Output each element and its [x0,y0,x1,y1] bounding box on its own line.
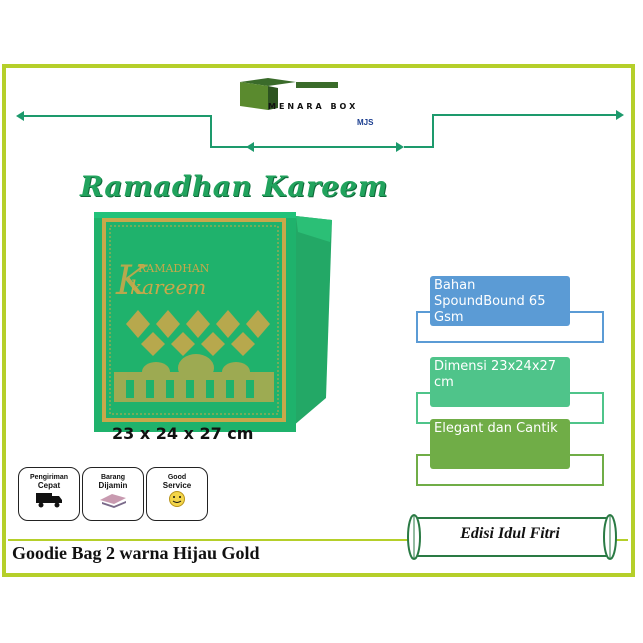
brand-logo-icon [240,78,338,110]
spec-material-text: Bahan SpoundBound 65 Gsm [430,276,570,326]
product-name: Goodie Bag 2 warna Hijau Gold [12,543,260,563]
dimensions-caption: 23 x 24 x 27 cm [112,424,254,443]
badge-guaranteed: Barang Dijamin [82,467,144,521]
badge-fast-shipping: Pengiriman Cepat [18,467,80,521]
spec-quality: Elegant dan Cantik [416,419,606,486]
brand-sub: MJS [357,118,374,127]
package-icon [100,494,126,508]
smiley-icon [169,491,185,507]
arrow-right-icon [616,110,624,120]
arrow-left-icon [246,142,254,152]
svg-text:K: K [115,258,148,304]
edition-label: Edisi Idul Fitri [460,525,560,542]
badge-good-service: Good Service [146,467,208,521]
arrow-right-icon [396,142,404,152]
arrow-left-icon [16,111,24,121]
bag-print-line2: kareem [130,275,206,299]
spec-dimension: Dimensi 23x24x27 cm [416,357,606,424]
spec-material: Bahan SpoundBound 65 Gsm [416,276,606,343]
bottom-bar [8,539,628,573]
bag-print-line1: RAMADHAN [138,262,210,275]
spec-dimension-text: Dimensi 23x24x27 cm [430,357,570,407]
edition-scroll-banner [407,514,617,560]
brand-name: MENARA BOX [268,102,359,111]
goodie-bag-image: RAMADHAN kareem K [94,212,332,432]
spec-quality-text: Elegant dan Cantik [430,419,570,469]
truck-icon [36,493,62,508]
page-title: Ramadhan Kareem [80,170,388,203]
